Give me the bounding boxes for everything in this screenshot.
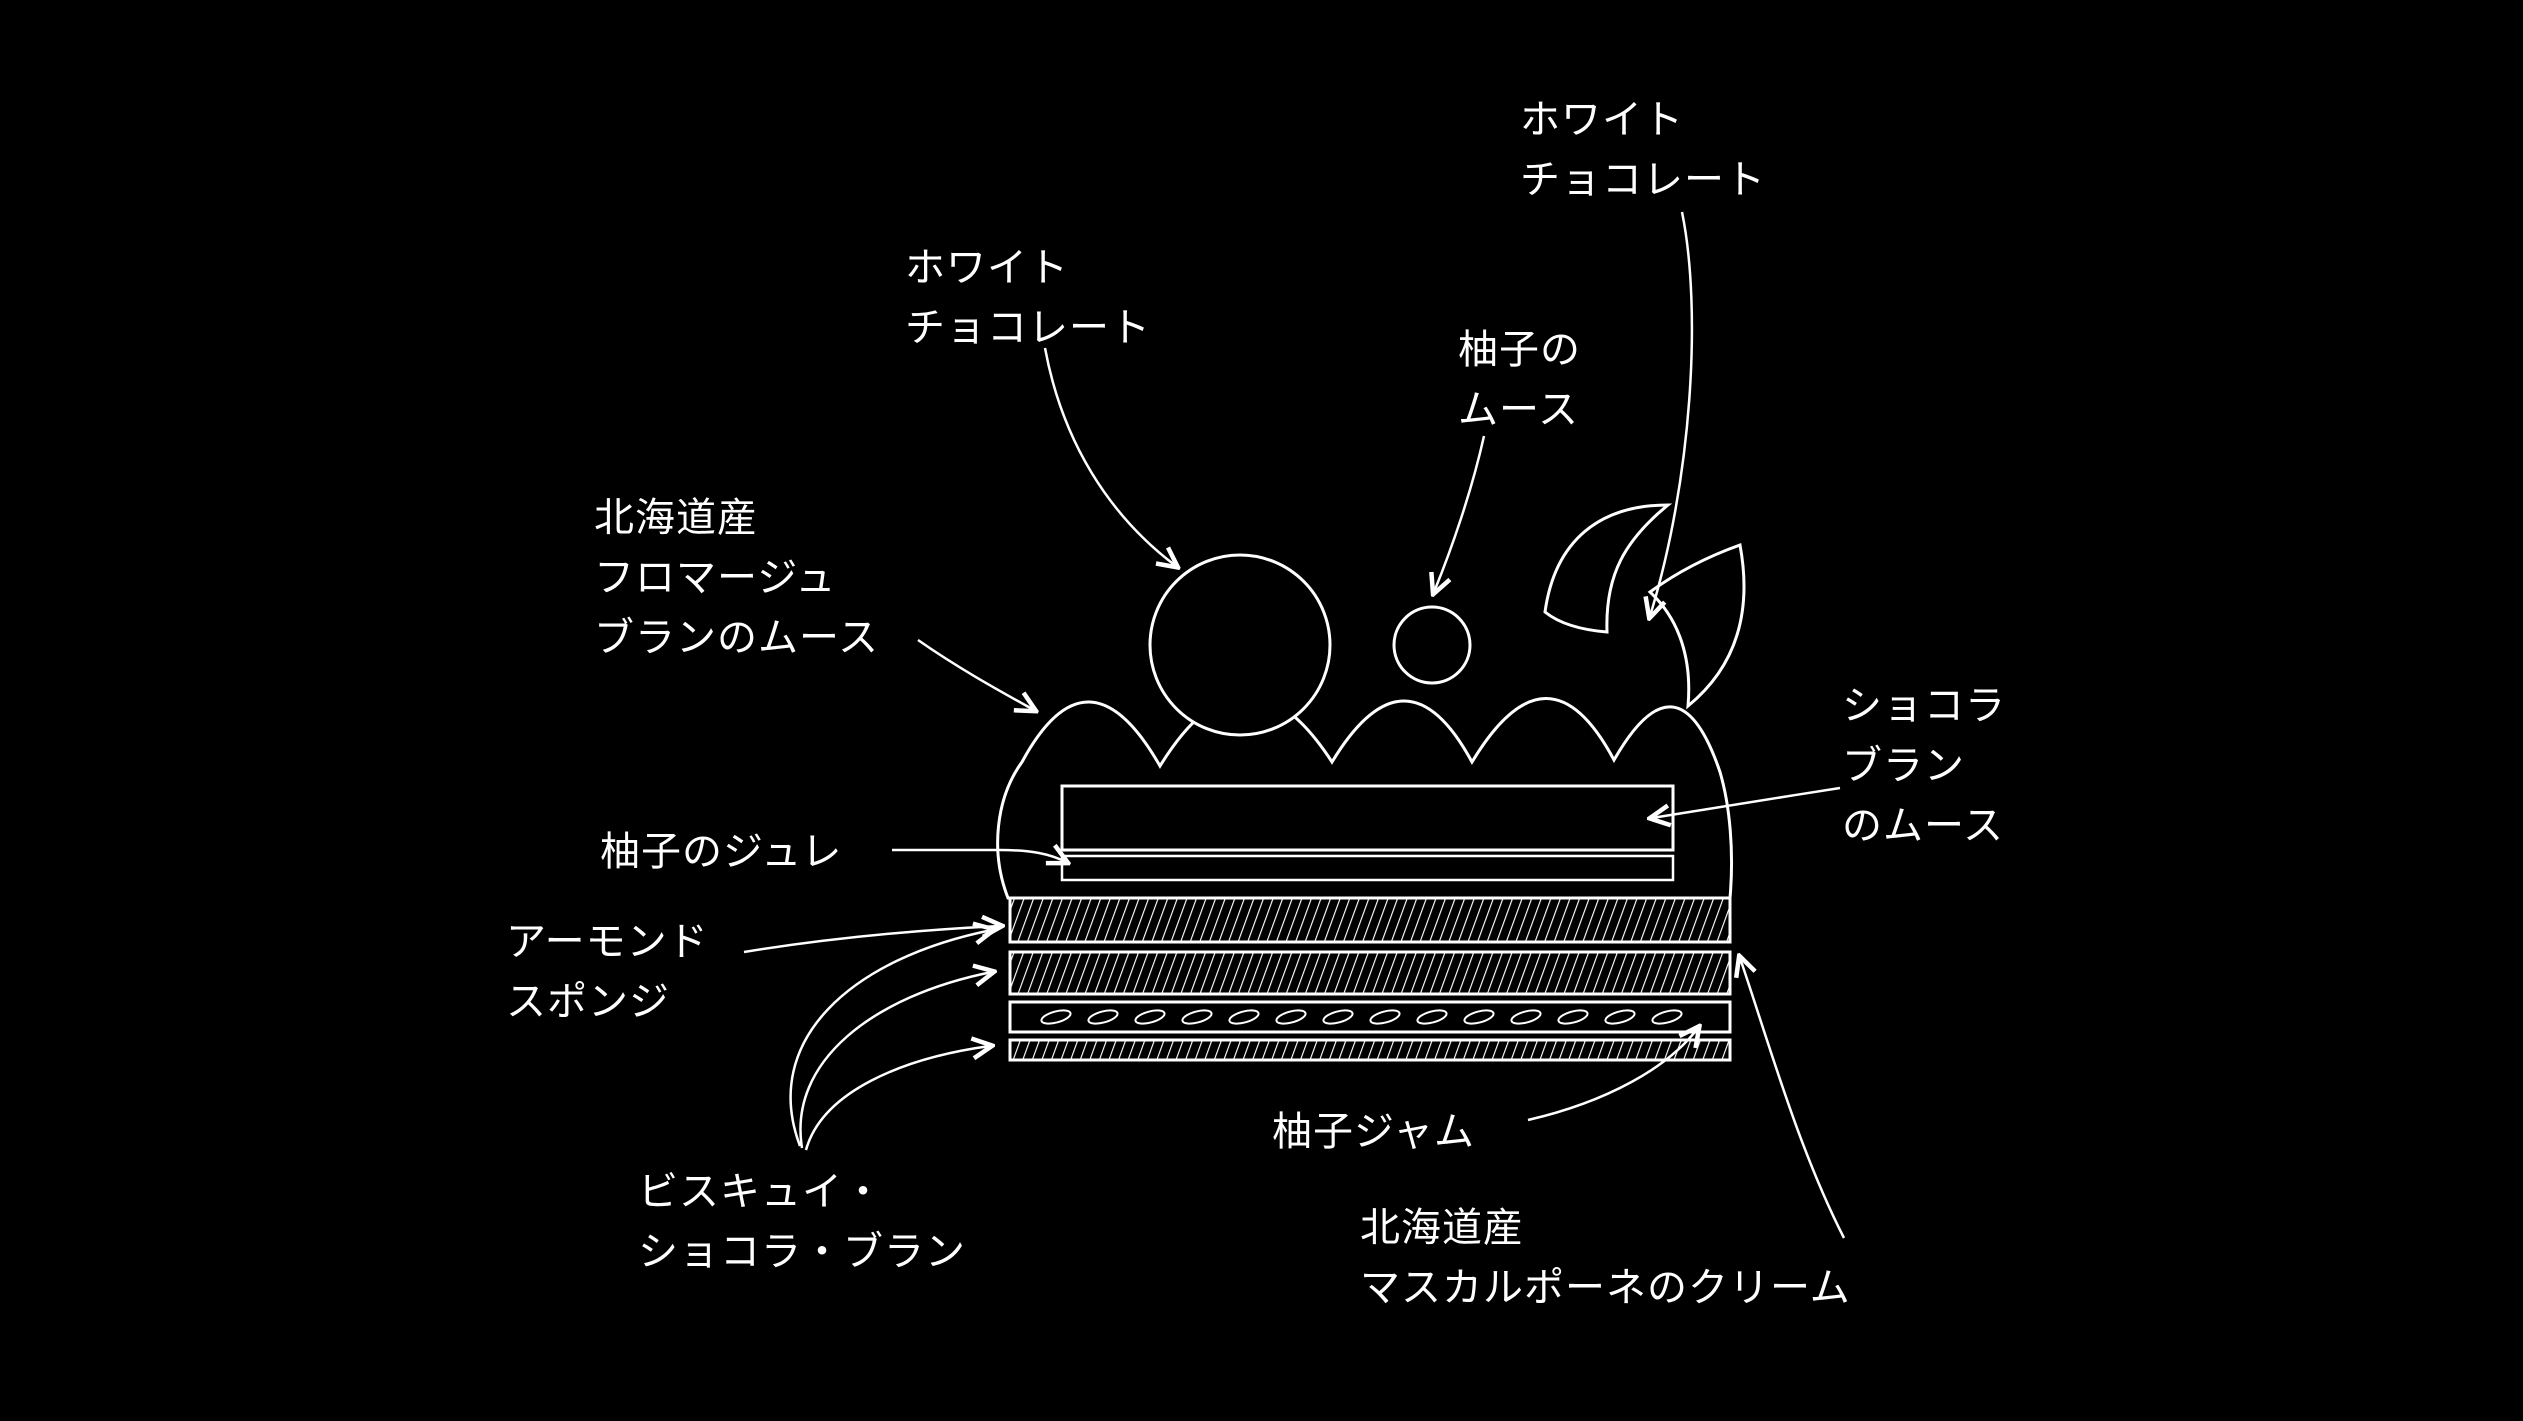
- leader-arrows: [743, 211, 1846, 1239]
- label-almond-sponge: アーモンド スポンジ: [506, 920, 709, 1024]
- biscuit-layer-bottom: [1008, 1038, 1732, 1062]
- label-white-chocolate-left: ホワイト チョコレート: [905, 246, 1151, 350]
- arrow-mascarpone-cream: [1740, 958, 1846, 1239]
- arrow-biscuit-3: [804, 1046, 990, 1151]
- label-yuzu-mousse: 柚子の ムース: [1458, 328, 1581, 432]
- chocolat-blanc-mousse-layer: [1060, 784, 1675, 852]
- arrow-white-chocolate-right: [1650, 211, 1694, 616]
- label-mascarpone-cream: 北海道産 マスカルポーネのクリーム: [1360, 1206, 1851, 1310]
- yuzu-jelly-layer: [1060, 854, 1675, 882]
- white-chocolate-petal-right: [1647, 542, 1746, 710]
- white-chocolate-petal-left: [1543, 503, 1673, 634]
- label-biscuit-chocolat-blanc: ビスキュイ・ ショコラ・ブラン: [638, 1170, 966, 1274]
- arrow-biscuit-2: [799, 972, 992, 1149]
- white-chocolate-sphere-small: [1392, 605, 1472, 685]
- label-yuzu-jam: 柚子ジャム: [1272, 1110, 1475, 1154]
- biscuit-layer-top: [1008, 896, 1732, 944]
- jam-swirl-marks: [1040, 1009, 1683, 1025]
- arrow-biscuit-1: [789, 930, 992, 1147]
- arrow-yuzu-mousse: [1434, 435, 1486, 592]
- label-yuzu-jelly: 柚子のジュレ: [600, 830, 843, 874]
- arrow-white-chocolate-left: [1043, 347, 1176, 566]
- white-chocolate-sphere-large: [1148, 553, 1332, 737]
- arrow-almond-sponge: [743, 926, 1000, 954]
- biscuit-layer-middle: [1008, 950, 1732, 996]
- arrow-fromage-blanc-mousse: [917, 638, 1034, 710]
- arrow-chocolat-blanc-mousse: [1652, 786, 1841, 818]
- label-chocolat-blanc-mousse: ショコラ ブラン のムース: [1842, 684, 2006, 848]
- yuzu-jam-layer: [1008, 1000, 1732, 1034]
- label-white-chocolate-right: ホワイト チョコレート: [1520, 98, 1766, 202]
- arrow-yuzu-jelly: [892, 850, 1066, 862]
- arrow-yuzu-jam: [1527, 1028, 1698, 1122]
- label-fromage-blanc-mousse: 北海道産 フロマージュ ブランのムース: [594, 496, 879, 660]
